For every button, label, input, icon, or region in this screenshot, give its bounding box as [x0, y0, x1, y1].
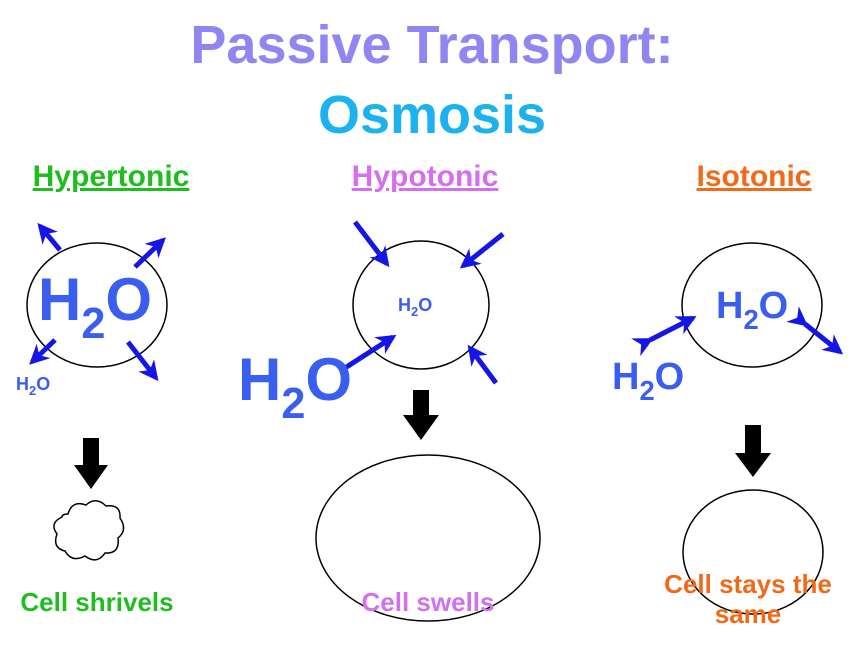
isotonic-cell [681, 242, 823, 368]
down-arrow-hypertonic [74, 438, 108, 489]
isotonic-result-line2: same [714, 599, 782, 629]
page-title: Passive Transport: [190, 15, 674, 75]
hypotonic-water-arrows [343, 220, 505, 385]
arrow-two-way-right [786, 306, 844, 355]
isotonic-inside-water-label: H2O [716, 285, 789, 336]
hypotonic-inside-water-label: H2O [398, 295, 433, 320]
page-subtitle: Osmosis [317, 85, 547, 145]
isotonic-result-line1: Cell stays the [664, 569, 832, 599]
arrow-out-top-right [133, 237, 166, 269]
isotonic-result: Cell stays the same [648, 569, 848, 629]
arrow-in-bottom-right [467, 344, 499, 385]
hypertonic-cell [26, 242, 168, 368]
arrow-out-bottom-right [126, 340, 159, 382]
hypertonic-inside-water-label: H2O [38, 266, 153, 349]
hypertonic-result: Cell shrivels [20, 587, 174, 617]
arrow-two-way-left [631, 315, 697, 357]
arrow-in-bottom-left [343, 334, 397, 371]
same-cell [682, 489, 824, 615]
hypotonic-heading: Hypotonic [351, 160, 499, 193]
hypertonic-water-arrows [29, 222, 166, 382]
arrow-in-top-right [459, 232, 505, 269]
shriveled-cell [53, 500, 125, 561]
swollen-cell [315, 454, 541, 622]
isotonic-water-arrows [631, 306, 844, 357]
arrow-in-top-left [353, 220, 390, 268]
isotonic-heading: Isotonic [696, 160, 812, 193]
arrow-out-bottom-left [29, 338, 57, 365]
arrow-out-top-left [37, 222, 62, 252]
hypotonic-outside-water-label: H2O [238, 346, 353, 429]
hypotonic-result: Cell swells [361, 587, 495, 617]
down-arrow-isotonic [735, 425, 771, 477]
down-arrow-hypotonic [403, 390, 439, 440]
hypotonic-cell [352, 240, 490, 370]
hypertonic-heading: Hypertonic [32, 160, 190, 193]
hypertonic-outside-water-label: H2O [16, 374, 51, 399]
isotonic-outside-water-label: H2O [612, 356, 685, 407]
